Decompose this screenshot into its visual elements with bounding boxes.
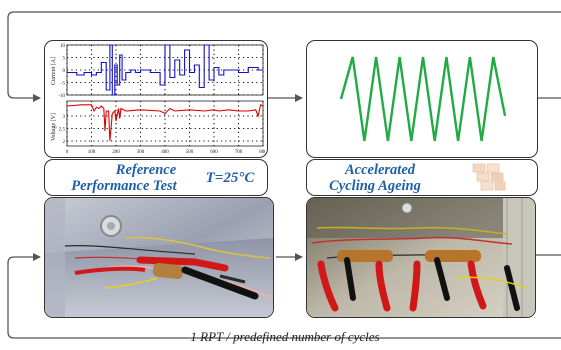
xtick-label: 200 [112, 150, 120, 155]
current-series-line [67, 44, 263, 96]
cycling-series-line [339, 56, 507, 142]
xtick-label: 0 [66, 150, 69, 155]
xtick-label: 500 [186, 150, 194, 155]
voltage-ytick-label: 2 [63, 140, 66, 145]
current-ytick-label: 10 [60, 44, 66, 49]
ageing-setup-photo [306, 197, 536, 318]
ageing-photo-illustration [307, 198, 535, 317]
rpt-label-panel: Reference Performance Test T=25°C [44, 159, 268, 196]
current-ylabel: Current [A] [51, 57, 57, 85]
rpt-title-line1: Reference [115, 162, 177, 178]
rpt-title-line2: Performance Test [71, 178, 177, 194]
xtick-label: 600 [210, 150, 218, 155]
xtick-label: 800 [259, 150, 265, 155]
cycling-chart [339, 56, 507, 142]
bottom-loop-line [7, 253, 561, 339]
xtick-label: 300 [137, 150, 145, 155]
current-ytick-label: 5 [63, 57, 66, 62]
rpt-photo-illustration [45, 198, 273, 317]
voltage-ytick-label: 2.5 [59, 128, 66, 133]
current-ytick-label: -10 [58, 94, 65, 99]
xtick-label: 700 [235, 150, 243, 155]
cycling-chart-panel [306, 40, 538, 158]
voltage-series-line [66, 103, 264, 142]
ageing-title-line2: Cycling Ageing [329, 178, 421, 194]
rpt-temperature: T=25°C [205, 170, 255, 186]
current-ytick-label: -5 [61, 82, 66, 87]
document-icon [472, 163, 506, 191]
voltage-ylabel: Voltage [V] [51, 113, 57, 141]
xtick-label: 400 [161, 150, 169, 155]
xtick-label: 100 [88, 150, 96, 155]
ageing-label-panel: Accelerated Cycling Ageing [306, 159, 538, 196]
voltage-ytick-label: 3 [63, 115, 66, 120]
top-loop-line [7, 11, 561, 102]
current-ytick-label: 0 [63, 69, 66, 74]
ageing-title-line1: Accelerated [344, 162, 416, 178]
loop-caption: 1 RPT / predefined number of cycles [190, 329, 380, 344]
rpt-setup-photo [44, 197, 274, 318]
